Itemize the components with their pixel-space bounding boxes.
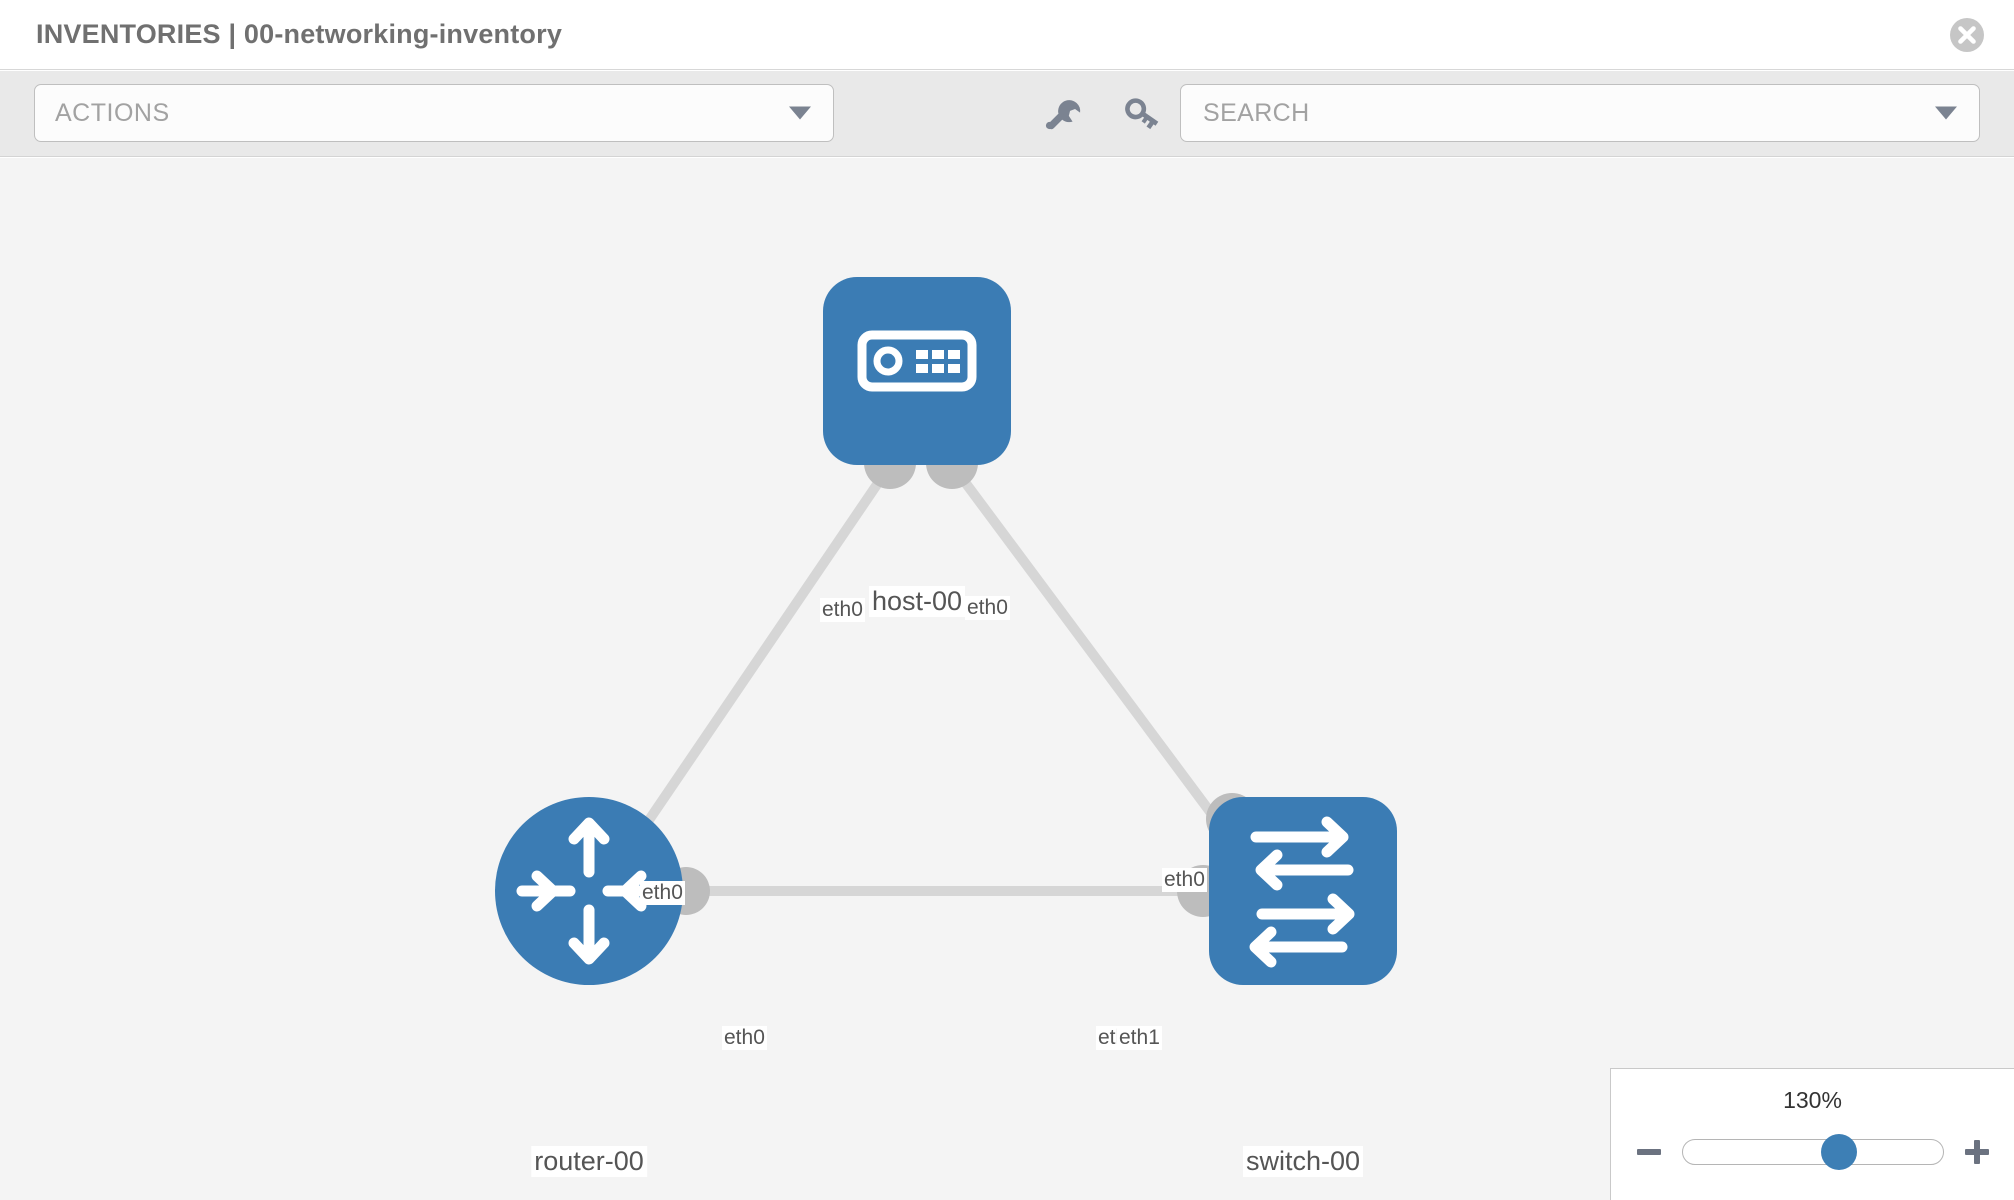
zoom-slider-row bbox=[1611, 1127, 2014, 1177]
node-label-switch-00: switch-00 bbox=[1242, 1146, 1364, 1177]
zoom-control-panel: 130% bbox=[1610, 1068, 2014, 1200]
iface-label: eth0 bbox=[820, 598, 865, 622]
link-host-router bbox=[625, 455, 900, 851]
iface-label: eth0 bbox=[1162, 868, 1207, 892]
actions-dropdown[interactable]: ACTIONS bbox=[34, 84, 834, 142]
link-layer bbox=[625, 455, 1242, 896]
search-input[interactable] bbox=[1201, 97, 1901, 129]
zoom-slider-track[interactable] bbox=[1681, 1134, 1944, 1170]
topology-graph bbox=[495, 277, 1397, 985]
key-icon[interactable] bbox=[1122, 93, 1164, 135]
page-title: INVENTORIES | 00-networking-inventory bbox=[36, 19, 563, 49]
chevron-down-icon[interactable] bbox=[1935, 106, 1957, 120]
link-host-switch bbox=[942, 455, 1242, 851]
iface-label: eth0 bbox=[722, 1026, 767, 1050]
iface-label: eth1 bbox=[1117, 1026, 1162, 1050]
zoom-in-button[interactable] bbox=[1962, 1137, 1992, 1167]
page-header: INVENTORIES | 00-networking-inventory bbox=[0, 0, 2014, 70]
node-label-host-00: host-00 bbox=[868, 586, 966, 617]
toolbar: ACTIONS bbox=[0, 71, 2014, 157]
zoom-out-button[interactable] bbox=[1634, 1137, 1664, 1167]
node-switch-00[interactable] bbox=[1209, 797, 1397, 985]
iface-label: eth0 bbox=[640, 881, 685, 905]
chevron-down-icon bbox=[789, 106, 811, 120]
search-box[interactable] bbox=[1180, 84, 1980, 142]
server-icon bbox=[857, 330, 977, 392]
toolbar-icon-group bbox=[1040, 93, 1164, 135]
iface-label: eth0 bbox=[965, 596, 1010, 620]
node-label-router-00: router-00 bbox=[531, 1146, 647, 1177]
node-host-00[interactable] bbox=[823, 277, 1011, 465]
close-icon[interactable] bbox=[1948, 16, 1986, 54]
zoom-slider-thumb[interactable] bbox=[1820, 1134, 1857, 1170]
switch-arrows-icon bbox=[1249, 816, 1355, 968]
wrench-icon[interactable] bbox=[1040, 93, 1082, 135]
topology-canvas[interactable]: eth0 eth0 eth0 eth0 eth0 eth eth1 host-0… bbox=[0, 158, 2014, 1200]
actions-dropdown-label: ACTIONS bbox=[55, 98, 170, 127]
zoom-level-value: 130% bbox=[1783, 1087, 1842, 1113]
